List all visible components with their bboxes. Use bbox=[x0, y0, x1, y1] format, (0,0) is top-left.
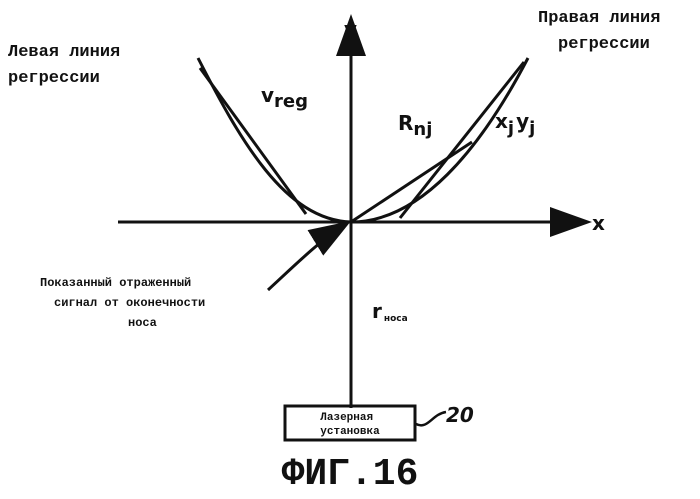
y-axis-label: y bbox=[344, 17, 357, 41]
figure-caption: ФИГ.16 bbox=[282, 453, 419, 494]
r-nj-label: Rnj bbox=[398, 111, 432, 140]
r-nj-line bbox=[351, 142, 472, 222]
left-regression-line bbox=[200, 68, 306, 214]
reference-leader bbox=[416, 412, 446, 425]
x-axis-label: x bbox=[592, 211, 605, 235]
reference-number: 20 bbox=[446, 403, 474, 427]
right-regression-line bbox=[400, 62, 524, 218]
laser-unit-label: Лазерная установка bbox=[320, 412, 380, 438]
right-regression-label: Правая линия регрессии bbox=[538, 9, 671, 54]
v-reg-label: vreg bbox=[261, 83, 308, 112]
reflection-pointer bbox=[268, 224, 346, 290]
left-regression-label: Левая линия регрессии bbox=[8, 43, 130, 88]
r-nose-label: rноса bbox=[372, 299, 408, 324]
reflection-label: Показанный отраженный сигнал от оконечно… bbox=[40, 276, 212, 330]
parabola-curve bbox=[198, 58, 528, 222]
xj-yj-label: xjyj bbox=[495, 109, 535, 139]
